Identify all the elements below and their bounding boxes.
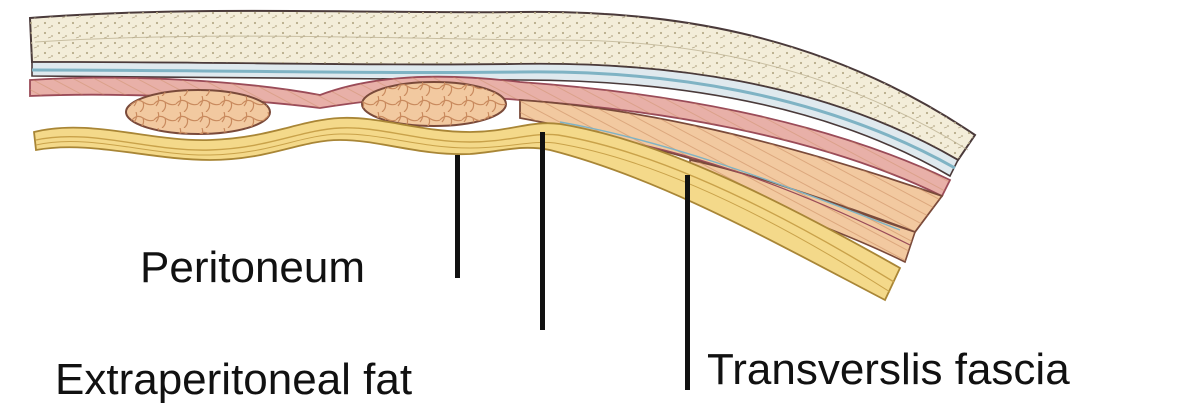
extraperitoneal-fat-label: Extraperitoneal fat xyxy=(55,358,412,402)
transversalis-fascia-label: Transverslis fascia xyxy=(707,348,1070,392)
extraperitoneal-fat-pointer-line xyxy=(540,132,545,330)
transversalis-fascia-pointer-line xyxy=(685,175,690,390)
peritoneum-pointer-line xyxy=(455,155,460,278)
peritoneum-label: Peritoneum xyxy=(140,246,365,290)
